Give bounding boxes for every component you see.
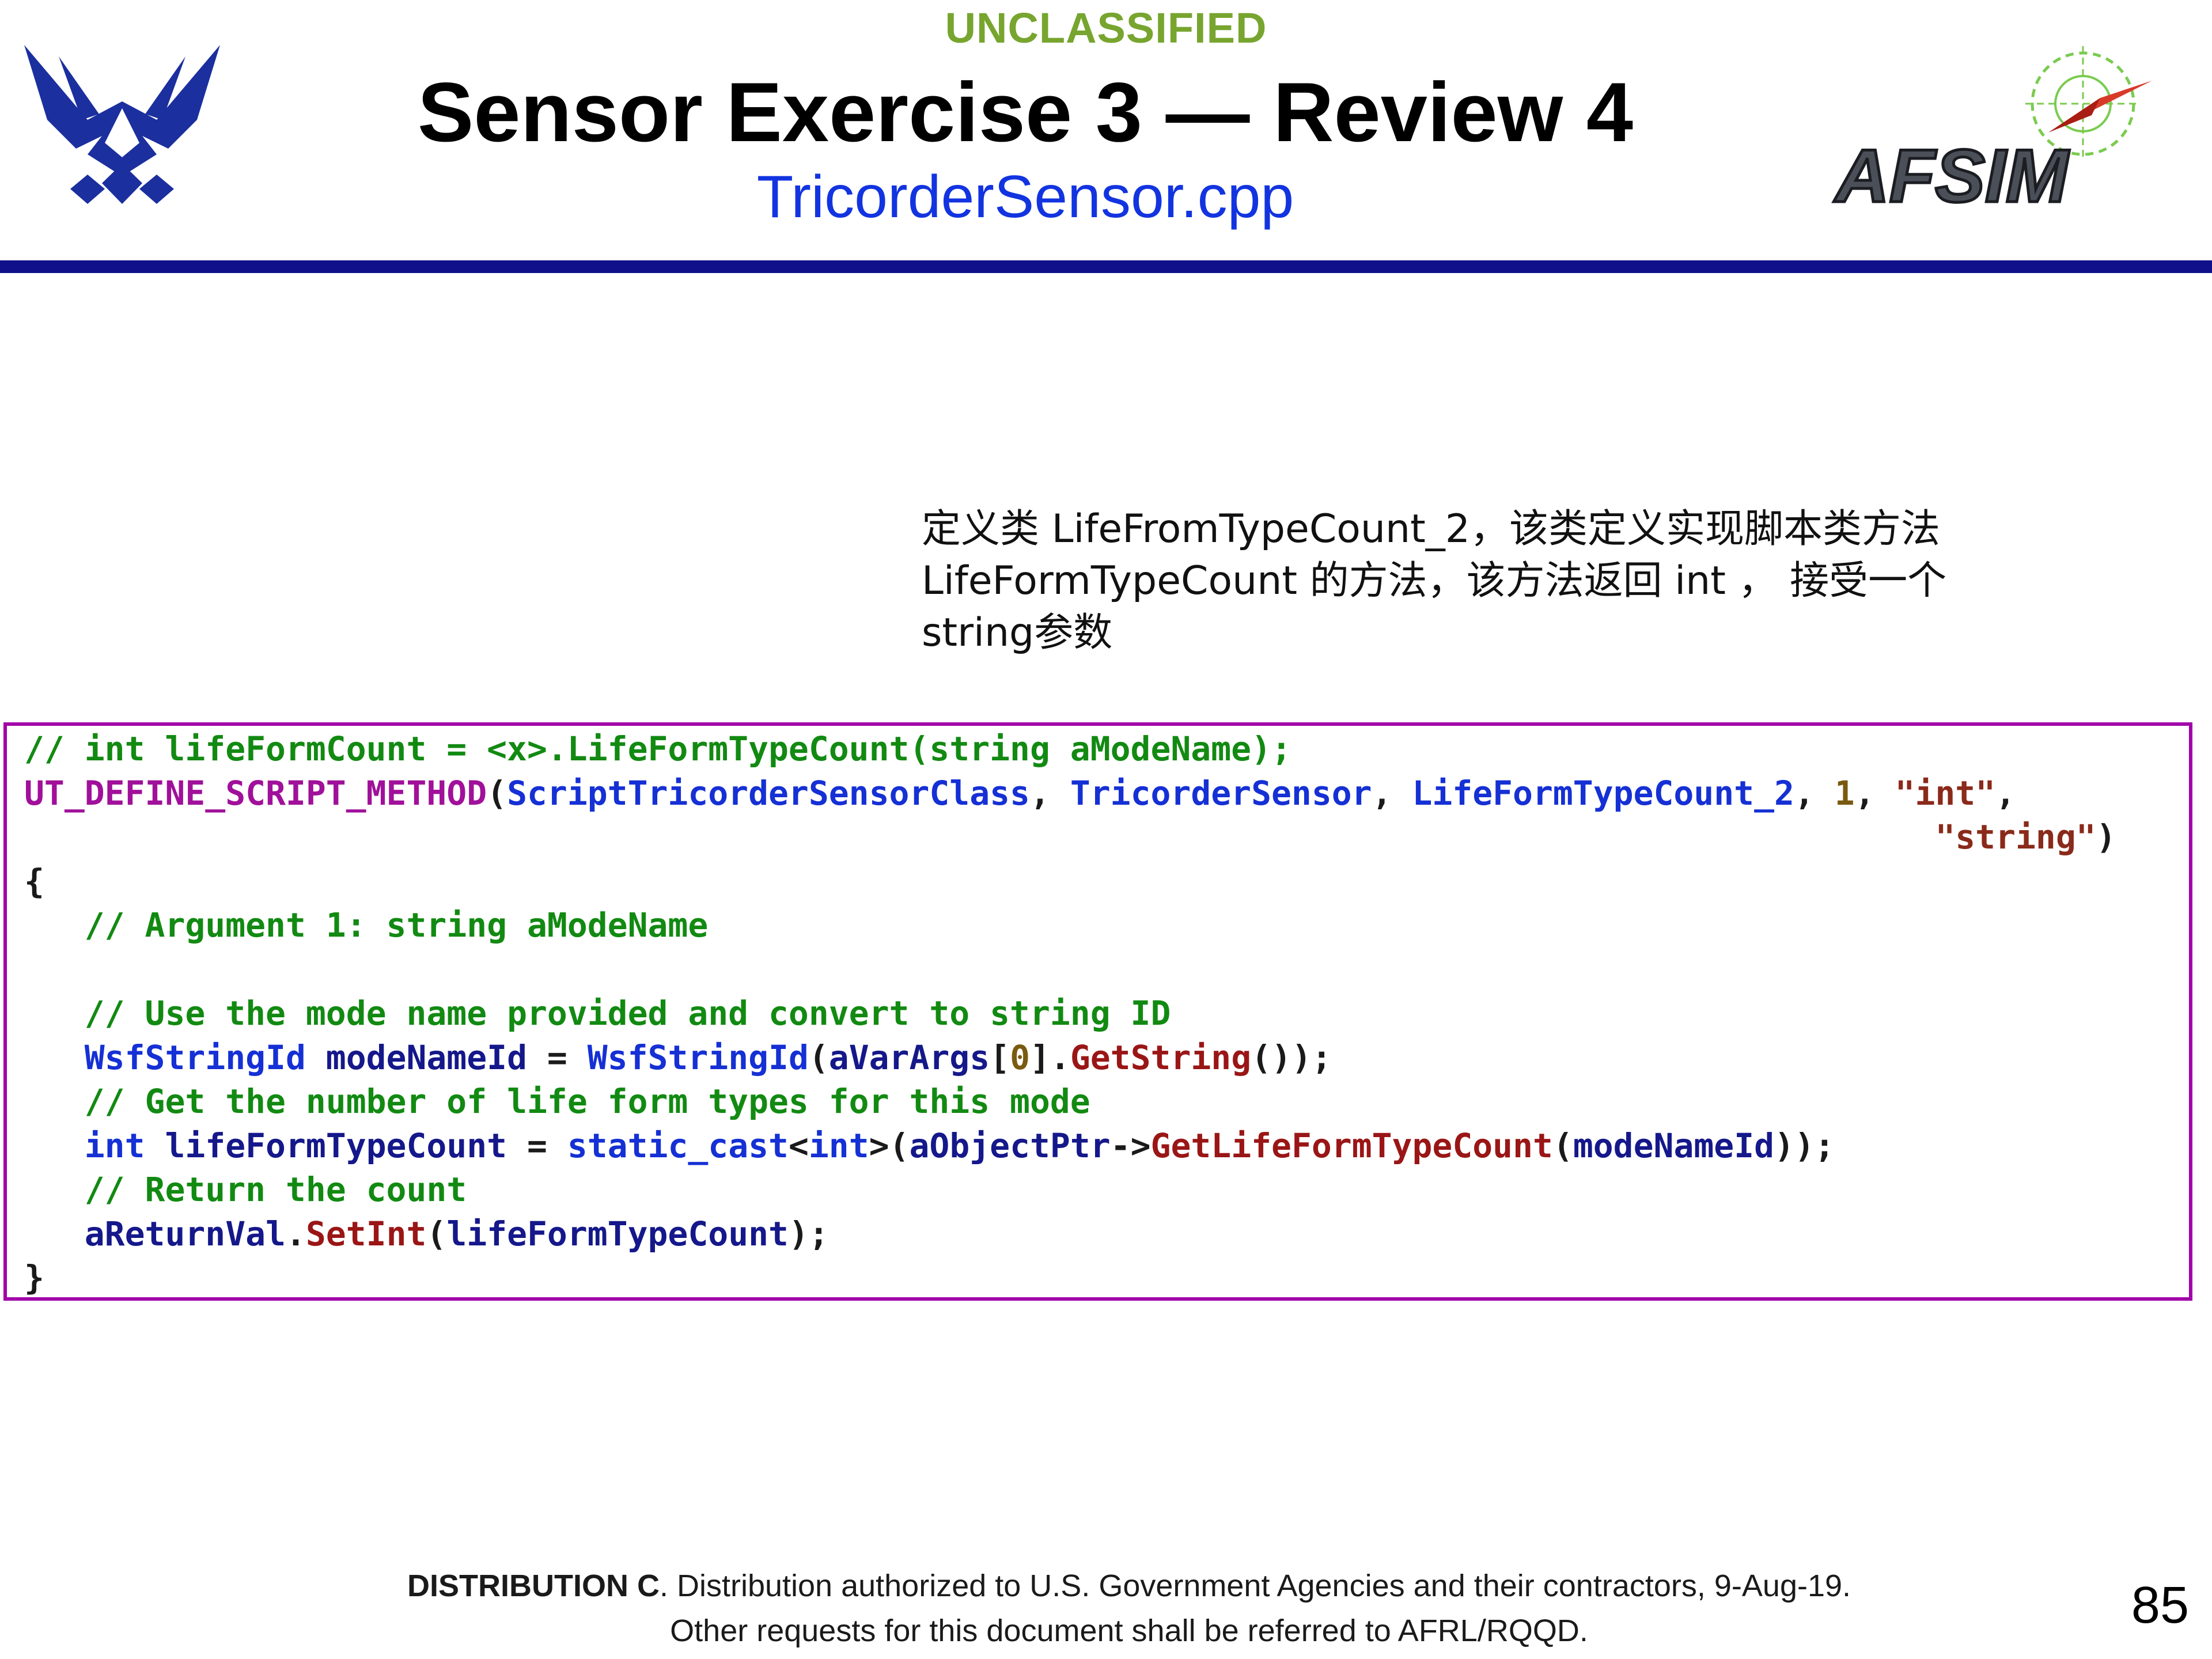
code-listing: // int lifeFormCount = <x>.LifeFormTypeC… [24, 729, 2116, 1297]
code-brace: } [24, 1258, 44, 1297]
code-comment: // Return the count [84, 1170, 467, 1209]
code-number: 0 [1010, 1037, 1030, 1077]
code-comment: // int lifeFormCount = <x>.LifeFormTypeC… [24, 729, 1291, 768]
code-number: 1 [1834, 773, 1855, 813]
page-number: 85 [2131, 1577, 2189, 1634]
slide-title: Sensor Exercise 3 — Review 4 [417, 65, 1634, 159]
code-identifier: modeNameId [325, 1037, 527, 1077]
code-brace: { [24, 861, 44, 901]
code-identifier: modeNameId [1573, 1126, 1775, 1165]
note-line: string参数 [922, 610, 1113, 656]
distribution-line-2: Other requests for this document shall b… [670, 1613, 1588, 1648]
afsim-logo-text: AFSIM [1834, 134, 2070, 218]
distribution-text: . Distribution authorized to U.S. Govern… [659, 1569, 1851, 1603]
code-class-arg: ScriptTricorderSensorClass [507, 773, 1030, 813]
code-string: "string" [1935, 817, 2096, 857]
code-method-arg: LifeFormTypeCount_2 [1412, 773, 1794, 813]
code-function: GetString [1070, 1037, 1252, 1077]
header-divider [0, 260, 2212, 273]
classification-banner: UNCLASSIFIED [945, 4, 1267, 52]
slide-subtitle: TricorderSensor.cpp [756, 164, 1294, 230]
code-identifier: aVarArgs [828, 1037, 990, 1077]
air-force-wings-icon [24, 45, 220, 204]
code-function: SetInt [305, 1214, 427, 1253]
code-comment: // Get the number of life form types for… [84, 1082, 1090, 1121]
distribution-line-1: DISTRIBUTION C. Distribution authorized … [242, 1563, 2016, 1608]
distribution-label: DISTRIBUTION C [407, 1569, 660, 1603]
code-type-arg: TricorderSensor [1070, 773, 1372, 813]
note-line: 定义类 LifeFromTypeCount_2，该类定义实现脚本类方法 [922, 506, 1941, 552]
code-comment: // Use the mode name provided and conver… [84, 994, 1171, 1033]
code-comment: // Argument 1: string aModeName [84, 906, 709, 945]
code-string: "int" [1895, 773, 1996, 813]
code-keyword: int [808, 1126, 869, 1165]
code-identifier: lifeFormTypeCount [446, 1214, 789, 1253]
code-macro: UT_DEFINE_SCRIPT_METHOD [24, 773, 487, 813]
code-panel [3, 722, 2192, 1301]
distribution-statement: DISTRIBUTION C. Distribution authorized … [242, 1563, 2016, 1653]
afsim-logo-icon: AFSIM [1832, 46, 2152, 219]
code-keyword: static_cast [567, 1126, 789, 1165]
method-description: 定义类 LifeFromTypeCount_2，该类定义实现脚本类方法 Life… [922, 503, 2074, 659]
code-function: GetLifeFormTypeCount [1150, 1126, 1553, 1165]
code-identifier: aObjectPtr [909, 1126, 1111, 1165]
code-type: WsfStringId [84, 1037, 306, 1077]
code-identifier: aReturnVal [84, 1214, 286, 1253]
note-line: LifeFormTypeCount 的方法，该方法返回 int ， 接受一个 [922, 558, 1947, 604]
code-type: WsfStringId [587, 1037, 809, 1077]
code-keyword: int [84, 1126, 145, 1165]
code-identifier: lifeFormTypeCount [165, 1126, 507, 1165]
